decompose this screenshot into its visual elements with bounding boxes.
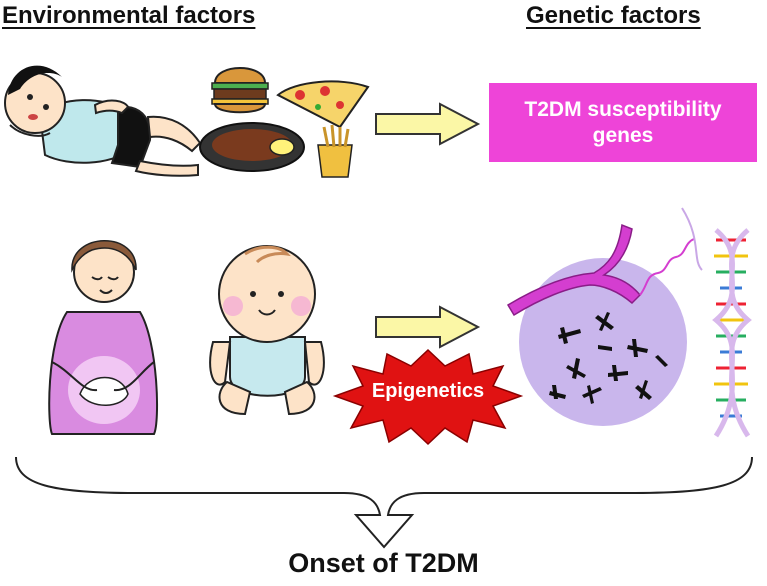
arrow-right-icon (375, 102, 481, 146)
epigenetics-label: Epigenetics (371, 380, 485, 402)
arrow-right-icon (375, 305, 481, 349)
gene-box-line2: genes (592, 123, 654, 147)
susceptibility-genes-box: T2DM susceptibility genes (489, 83, 757, 162)
genetic-factors-heading: Genetic factors (526, 2, 701, 29)
curly-brace-icon (15, 456, 753, 549)
lying-man-icon (4, 65, 202, 177)
onset-of-t2dm-label: Onset of T2DM (288, 548, 479, 578)
environmental-factors-heading: Environmental factors (2, 2, 256, 29)
gene-box-line1: T2DM susceptibility (524, 97, 722, 121)
cell-nucleus-icon (506, 223, 695, 426)
epigenetics-burst-icon (332, 348, 524, 446)
pregnant-woman-icon (48, 240, 159, 435)
junk-food-icon (199, 67, 370, 178)
dna-helix-icon (681, 207, 752, 438)
baby-icon (209, 245, 325, 416)
